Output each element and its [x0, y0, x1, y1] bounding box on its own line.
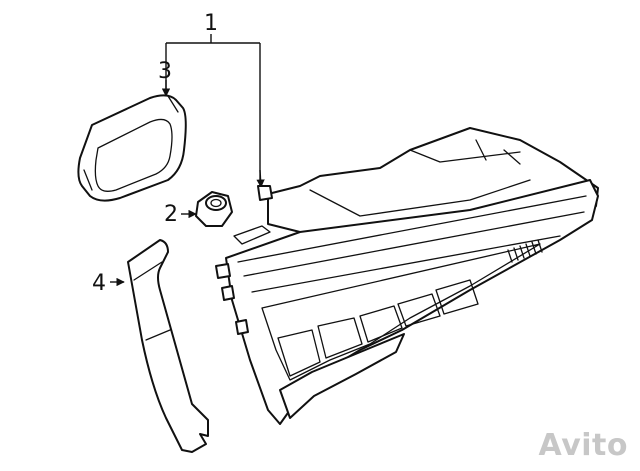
- callout-1: 1: [161, 11, 265, 188]
- callout-1-label: 1: [204, 11, 218, 36]
- tail-light-assembly: [215, 127, 599, 425]
- trim-strip-part: [127, 239, 209, 453]
- callout-2-label: 2: [164, 202, 178, 227]
- callout-4-label: 4: [92, 271, 106, 296]
- watermark-logo: Avito: [538, 428, 628, 463]
- nut-part: [195, 191, 233, 227]
- callout-3: 3: [158, 59, 172, 84]
- callout-3-label: 3: [158, 59, 172, 84]
- callout-1-bracket: [165, 34, 261, 186]
- callout-2: 2: [164, 202, 197, 227]
- gasket-part: [77, 94, 187, 202]
- callout-4: 4: [92, 271, 125, 296]
